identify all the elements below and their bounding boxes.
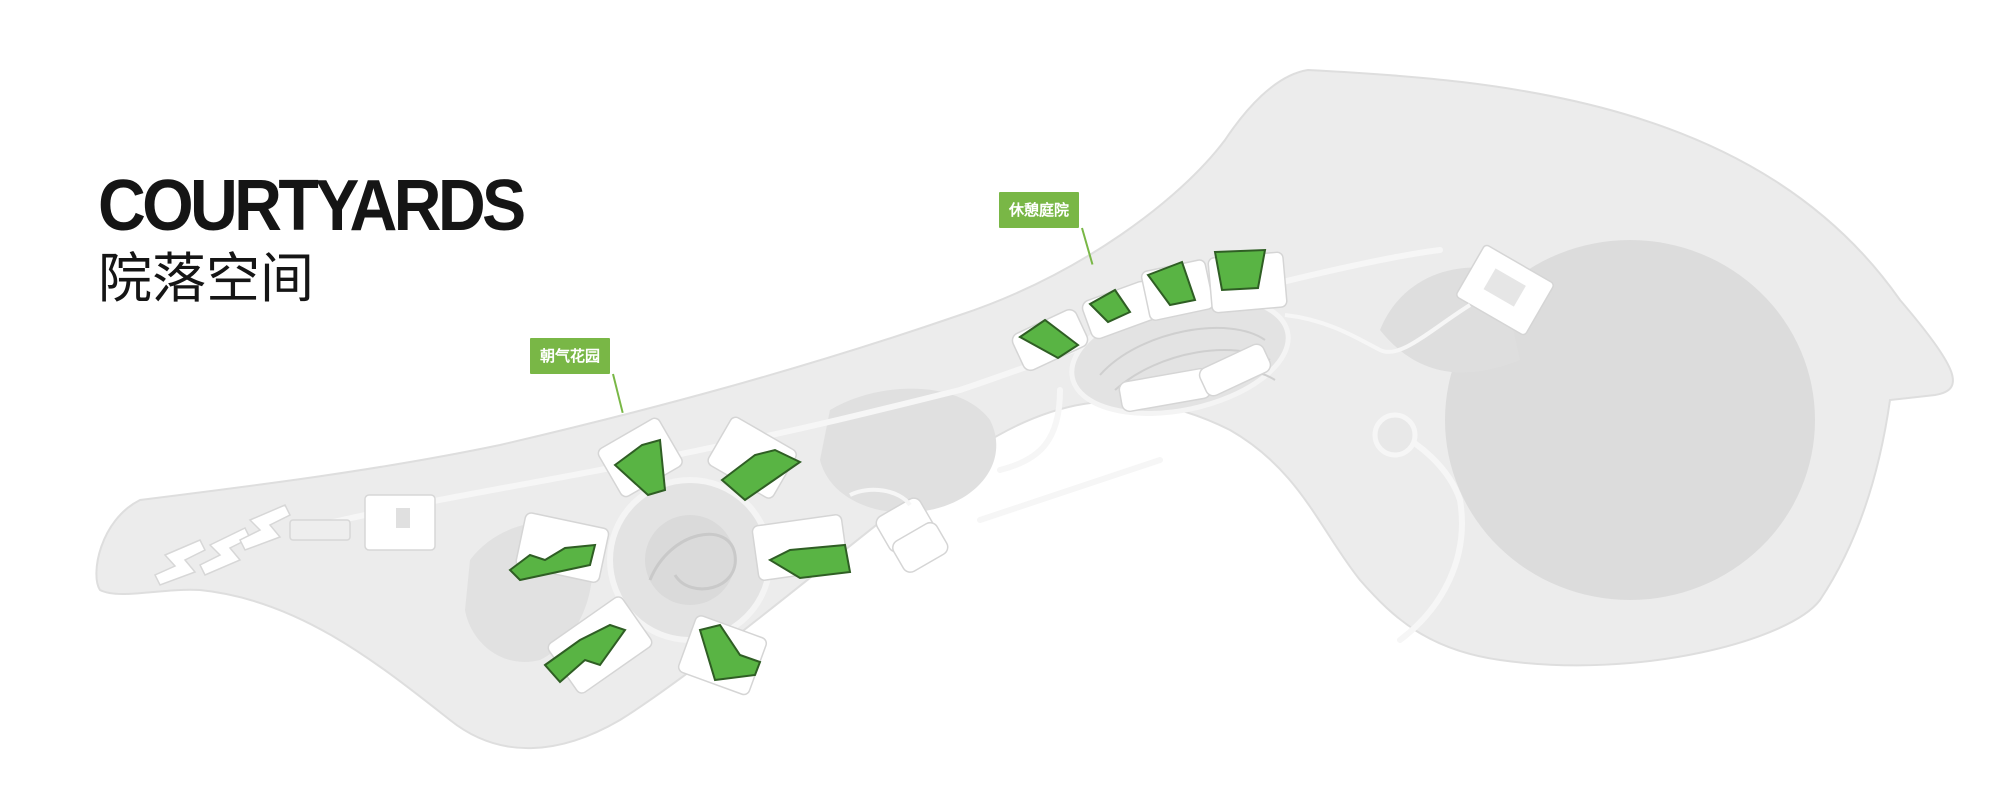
courtyard-4	[698, 623, 762, 682]
left-building-court	[396, 508, 410, 528]
title-chinese: 院落空间	[98, 247, 314, 310]
path-link-right	[1284, 303, 1472, 354]
courtyard-8	[1088, 288, 1132, 324]
left-buildings	[153, 494, 436, 586]
courtyards-left	[508, 438, 852, 684]
path-link-left	[849, 487, 912, 507]
plaza-left-swirl	[648, 532, 737, 591]
courtyard-7	[1018, 318, 1080, 360]
courtyard-10	[1213, 248, 1267, 292]
courtyard-1	[613, 438, 667, 497]
roundabout	[1372, 412, 1418, 458]
lawn-middle	[820, 388, 997, 513]
plaza-left-core	[645, 515, 735, 605]
courtyard-6	[508, 543, 597, 582]
courtyard-5	[543, 623, 627, 684]
courtyard-9	[1146, 260, 1197, 307]
title-english: COURTYARDS	[98, 166, 526, 246]
courtyards-right	[1018, 248, 1267, 360]
courtyard-2	[720, 448, 802, 502]
label-vigor-garden: 朝气花园	[530, 338, 611, 374]
courtyard-3	[767, 543, 852, 580]
label-leisure-courtyard: 休憩庭院	[999, 192, 1080, 228]
right-building-court	[1483, 268, 1526, 307]
lawn-right	[1445, 240, 1815, 600]
